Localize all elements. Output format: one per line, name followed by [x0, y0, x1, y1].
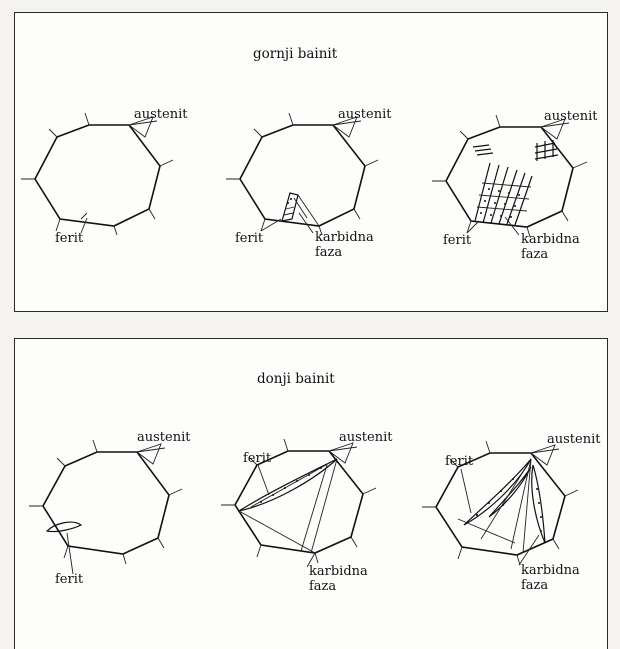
- upper-grain-1-austenite-label: austenit: [134, 107, 188, 122]
- lower-grain-1-ferrite-label: ferit: [55, 572, 84, 587]
- upper-grain-2: austenit ferit karbidna faza: [226, 107, 392, 260]
- lower-grain-2-austenite-label: austenit: [339, 430, 393, 445]
- upper-grain-3-carbide-label-2: faza: [521, 247, 548, 262]
- lower-bainite-title: donji bainit: [257, 371, 335, 387]
- lower-grain-3-carbide-label-2: faza: [521, 578, 548, 593]
- upper-grain-3-ferrite-label: ferit: [443, 233, 472, 248]
- lower-grain-1-austenite-label: austenit: [137, 430, 191, 445]
- lower-grain-2-ferrite-label: ferit: [243, 451, 272, 466]
- upper-bainite-panel: gornji bainit austenit ferit austenit fe…: [14, 12, 608, 312]
- lower-grain-2-carbide-label-1: karbidna: [309, 564, 368, 579]
- upper-bainite-diagram: gornji bainit austenit ferit austenit fe…: [15, 13, 607, 311]
- lower-grain-2: austenit ferit karbidna faza: [221, 430, 393, 594]
- lower-grain-3-carbide-label-1: karbidna: [521, 563, 580, 578]
- upper-bainite-title: gornji bainit: [253, 46, 338, 62]
- lower-grain-3-austenite-label: austenit: [547, 432, 601, 447]
- upper-grain-2-carbide-label-2: faza: [315, 245, 342, 260]
- lower-bainite-panel: donji bainit austenit ferit: [14, 338, 608, 649]
- lower-grain-1: austenit ferit: [29, 430, 191, 587]
- lower-grain-2-carbide-label-2: faza: [309, 579, 336, 594]
- upper-grain-1-ferrite-label: ferit: [55, 231, 84, 246]
- upper-grain-2-austenite-label: austenit: [338, 107, 392, 122]
- lower-grain-3: austenit ferit karbidna faza: [422, 432, 601, 593]
- lower-bainite-diagram: donji bainit austenit ferit: [15, 339, 607, 649]
- upper-grain-3: austenit ferit karbidna faza: [432, 109, 598, 262]
- upper-grain-3-carbide-label-1: karbidna: [521, 232, 580, 247]
- upper-grain-2-carbide-label-1: karbidna: [315, 230, 374, 245]
- upper-grain-3-austenite-label: austenit: [544, 109, 598, 124]
- upper-grain-2-ferrite-label: ferit: [235, 231, 264, 246]
- lower-grain-3-ferrite-label: ferit: [445, 454, 474, 469]
- upper-grain-1: austenit ferit: [21, 107, 188, 246]
